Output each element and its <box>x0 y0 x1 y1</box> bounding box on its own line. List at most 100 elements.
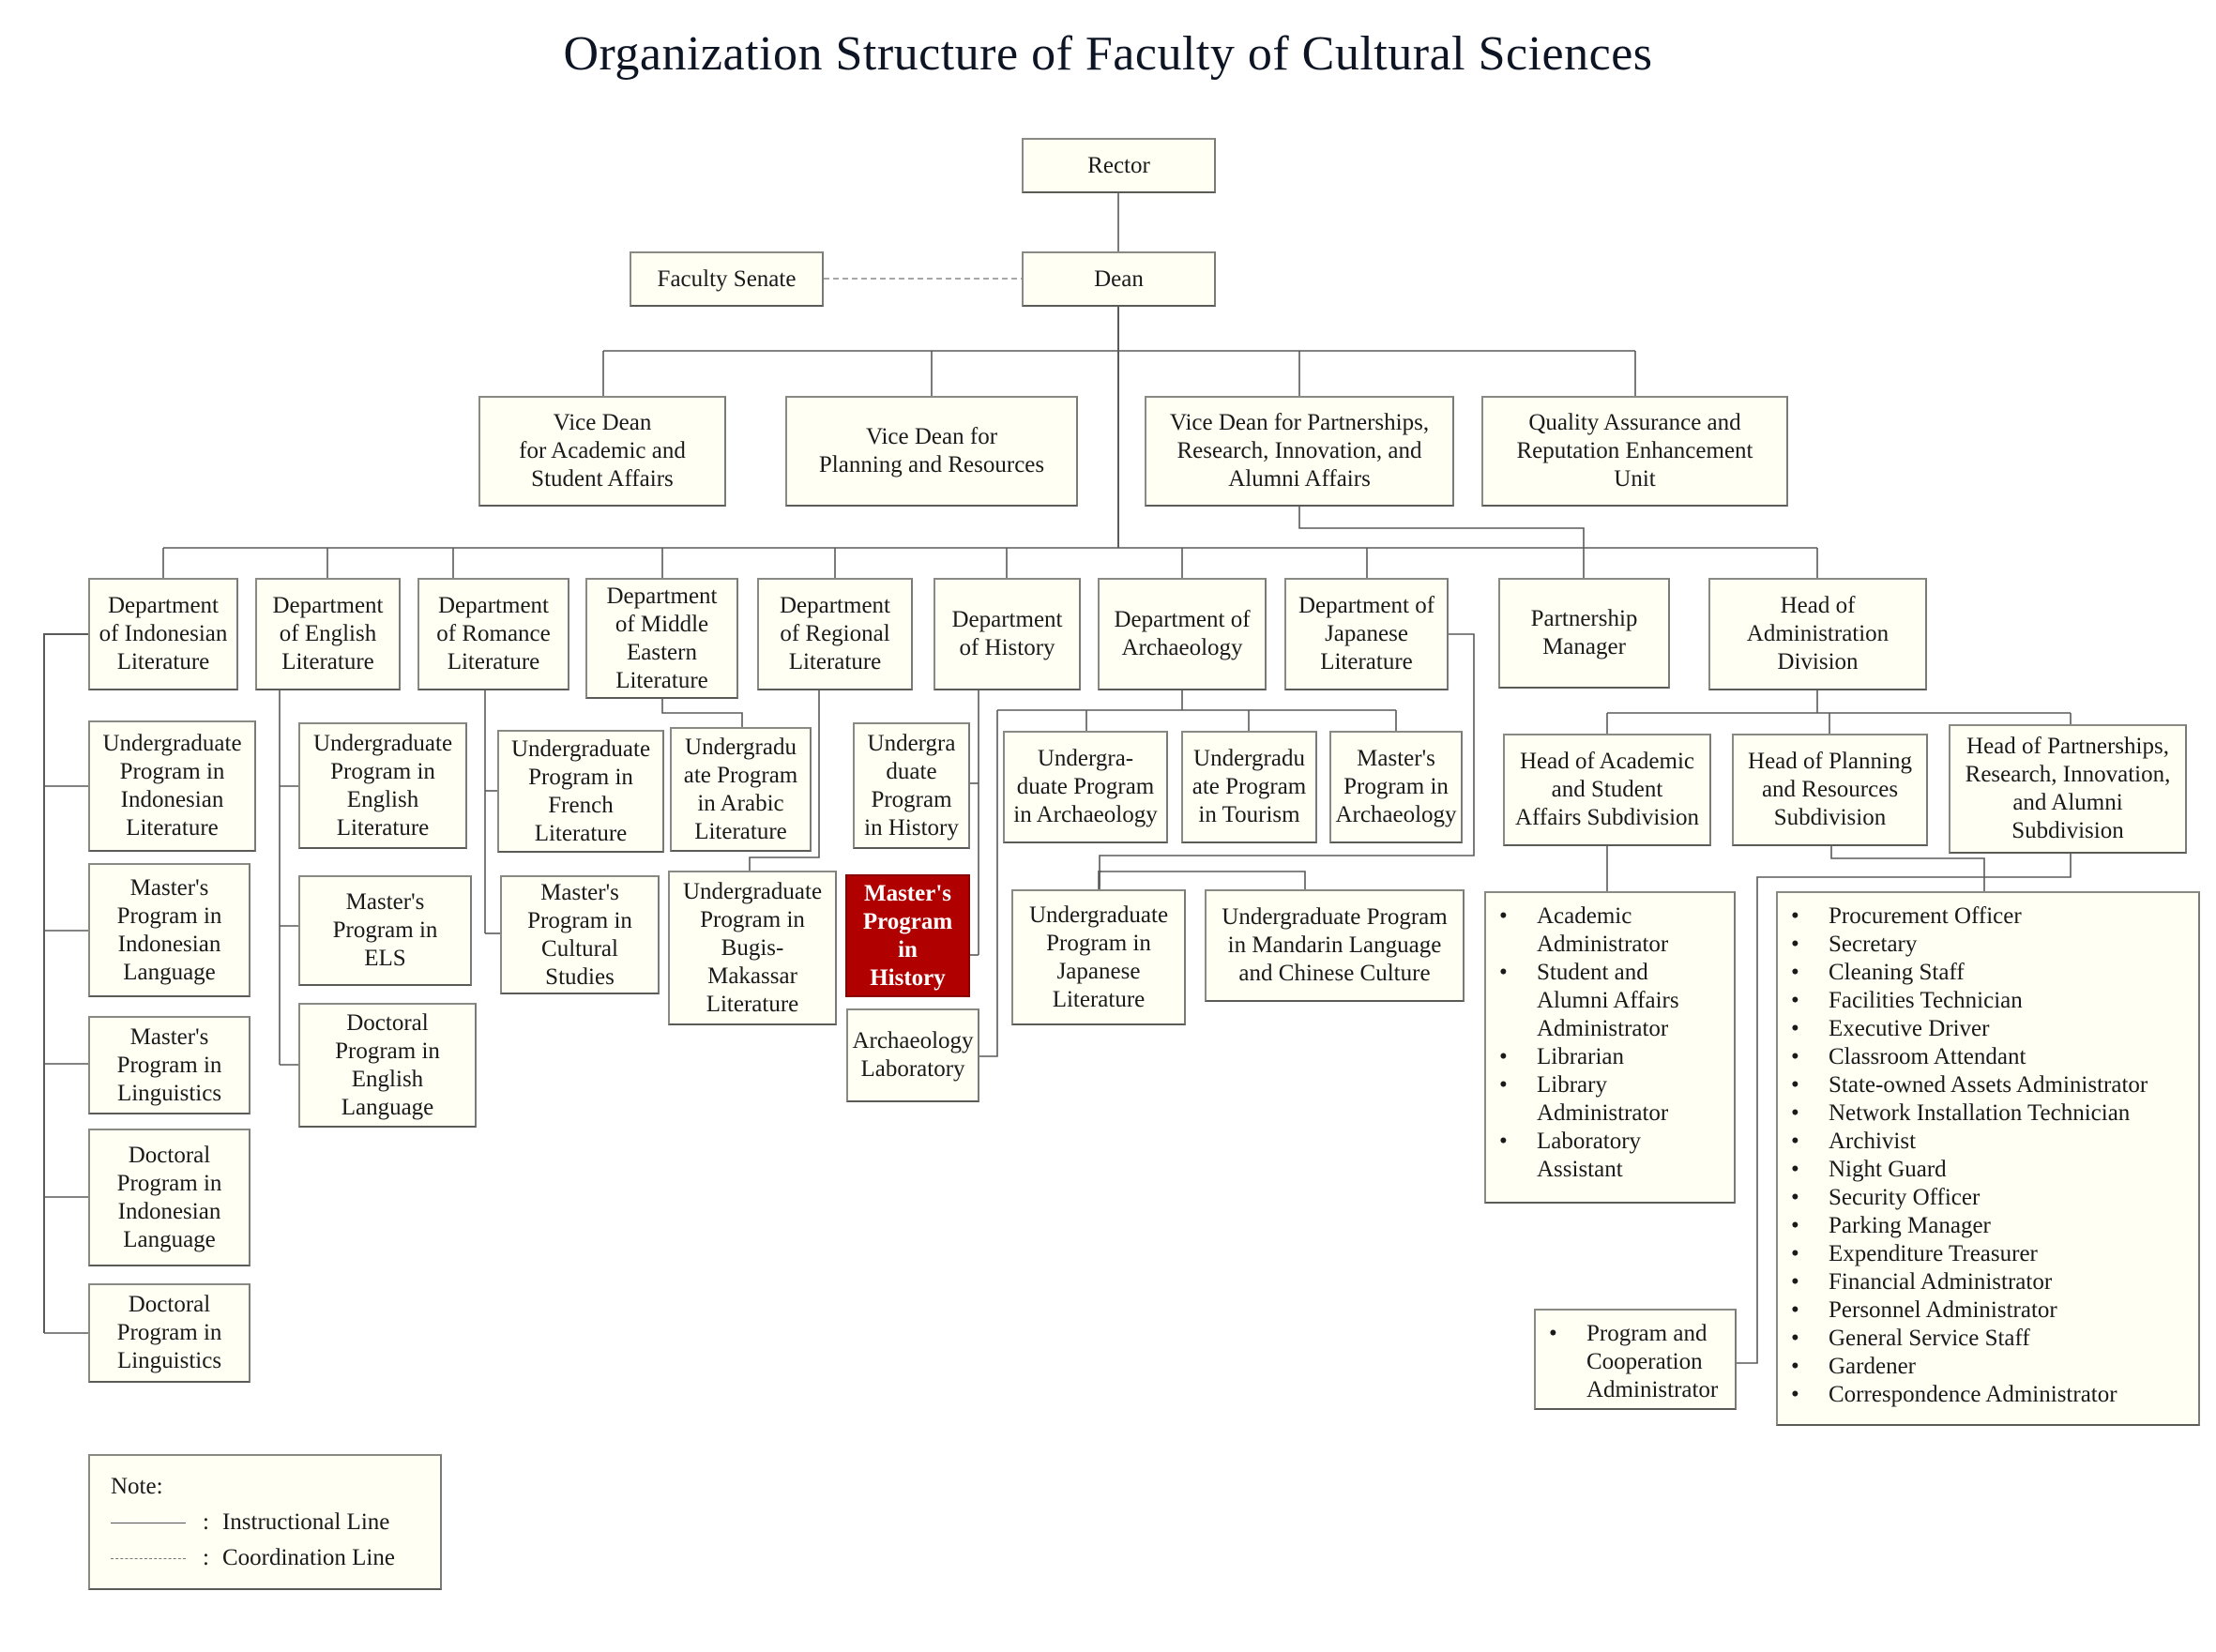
line-archaeology-lab <box>979 710 998 1057</box>
planning-staff-list: Procurement OfficerSecretaryCleaning Sta… <box>1776 891 2200 1426</box>
dept-romance-box: Department of Romance Literature <box>417 578 569 690</box>
line-partnership-list <box>1736 854 2072 1364</box>
academic-staff-items: Academic AdministratorStudent and Alumni… <box>1494 902 1679 1184</box>
subdivision-partnerships-box: Head of Partnerships, Research, Innovati… <box>1949 724 2187 854</box>
partnership-manager-box: Partnership Manager <box>1498 578 1670 689</box>
staff-list-item: Financial Administrator <box>1785 1268 2148 1296</box>
legend-colon: : <box>203 1509 209 1535</box>
quality-assurance-label: Quality Assurance and Reputation Enhance… <box>1516 410 1753 492</box>
subdivision-label: Head of Academic and Student Affairs Sub… <box>1514 749 1700 830</box>
legend-note: Note: : Instructional Line : Coordinatio… <box>88 1454 442 1590</box>
legend-label: Instructional Line <box>221 1509 390 1535</box>
program-box: Doctoral Program in English Language <box>298 1003 477 1128</box>
vice-dean-academic-label: Vice Dean for Academic and Student Affai… <box>519 410 686 492</box>
legend-colon: : <box>203 1545 209 1570</box>
program-box: Master's Program in Archaeology <box>1329 731 1463 843</box>
staff-list-item: Night Guard <box>1785 1156 2148 1184</box>
faculty-senate-box: Faculty Senate <box>630 251 824 307</box>
subdivision-label: Head of Planning and Resources Subdivisi… <box>1748 749 1912 830</box>
vice-dean-planning-label: Vice Dean for Planning and Resources <box>818 424 1045 477</box>
staff-list-item: Procurement Officer <box>1785 902 2148 931</box>
vice-dean-planning-box: Vice Dean for Planning and Resources <box>785 396 1078 507</box>
dept-english-box: Department of English Literature <box>255 578 401 690</box>
program-label: Undergradu ate Program in Arabic Literat… <box>683 734 798 844</box>
staff-list-item: Parking Manager <box>1785 1212 2148 1240</box>
dept-regional-box: Department of Regional Literature <box>757 578 913 690</box>
program-box: Undergraduate Program in Bugis- Makassar… <box>668 871 837 1025</box>
line-regional-bugis <box>749 690 820 871</box>
program-label: Master's Program in Indonesian Language <box>116 874 222 985</box>
program-box: Doctoral Program in Indonesian Language <box>88 1129 250 1266</box>
staff-list-item: Facilities Technician <box>1785 987 2148 1015</box>
program-label: Undergradu ate Program in Tourism <box>1191 746 1307 827</box>
subdivision-academic-box: Head of Academic and Student Affairs Sub… <box>1503 734 1711 846</box>
program-box: Undergradu ate Program in Tourism <box>1181 731 1317 843</box>
program-label: Doctoral Program in English Language <box>335 1009 440 1120</box>
staff-list-item: Laboratory Assistant <box>1494 1128 1679 1184</box>
dept-label: Department of English Literature <box>272 593 384 674</box>
dept-middle-eastern-box: Department of Middle Eastern Literature <box>585 578 738 699</box>
academic-staff-list: Academic AdministratorStudent and Alumni… <box>1484 891 1736 1204</box>
line-indonesian-bus <box>43 633 88 1333</box>
subdivision-planning-box: Head of Planning and Resources Subdivisi… <box>1732 734 1928 846</box>
rector-label: Rector <box>1087 152 1150 178</box>
subdivision-label: Head of Partnerships, Research, Innovati… <box>1965 734 2171 843</box>
program-box: Undergraduate Program in Mandarin Langua… <box>1205 889 1465 1002</box>
program-box: Master's Program in Linguistics <box>88 1016 250 1114</box>
staff-list-item: Library Administrator <box>1494 1071 1679 1128</box>
program-label: Master's Program in ELS <box>332 889 438 971</box>
highlighted-program-label: Master's Program in History <box>862 880 953 991</box>
vice-dean-academic-box: Vice Dean for Academic and Student Affai… <box>478 396 726 507</box>
program-label: Undergra- duate Program in Archaeology <box>1013 746 1158 827</box>
program-label: Undergraduate Program in Bugis- Makassar… <box>682 878 823 1017</box>
dept-label: Department of Middle Eastern Literature <box>606 583 718 693</box>
chart-title: Organization Structure of Faculty of Cul… <box>563 27 1653 81</box>
dept-label: Department of Japanese Literature <box>1298 593 1435 674</box>
dept-japanese-box: Department of Japanese Literature <box>1284 578 1449 690</box>
program-box: Master's Program in ELS <box>298 875 472 986</box>
program-label: Undergraduate Program in English Literat… <box>312 730 453 841</box>
line-japanese-bus <box>1099 633 1475 871</box>
dept-label: Department of Archaeology <box>1114 607 1251 660</box>
program-label: Master's Program in Linguistics <box>116 1023 222 1106</box>
planning-staff-items: Procurement OfficerSecretaryCleaning Sta… <box>1785 902 2148 1409</box>
partnership-staff-list: Program and Cooperation Administrator <box>1534 1309 1737 1410</box>
staff-list-item: Personnel Administrator <box>1785 1296 2148 1325</box>
staff-list-item: Cleaning Staff <box>1785 959 2148 987</box>
program-box: Undergradu ate Program in Arabic Literat… <box>670 727 812 852</box>
head-administration-label: Head of Administration Division <box>1746 593 1890 674</box>
staff-list-item: Correspondence Administrator <box>1785 1381 2148 1409</box>
quality-assurance-box: Quality Assurance and Reputation Enhance… <box>1481 396 1788 507</box>
program-box: Archaeology Laboratory <box>846 1008 979 1102</box>
head-administration-box: Head of Administration Division <box>1708 578 1927 690</box>
dept-archaeology-box: Department of Archaeology <box>1098 578 1267 690</box>
program-label: Master's Program in Cultural Studies <box>527 879 632 990</box>
staff-list-item: Archivist <box>1785 1128 2148 1156</box>
line-vdpartner-manager <box>1298 507 1585 548</box>
staff-list-item: Gardener <box>1785 1353 2148 1381</box>
staff-list-item: Executive Driver <box>1785 1015 2148 1043</box>
program-label: Doctoral Program in Indonesian Language <box>116 1142 222 1252</box>
program-box: Undergra duate Program in History <box>853 722 970 849</box>
staff-list-item: Classroom Attendant <box>1785 1043 2148 1071</box>
staff-list-item: State-owned Assets Administrator <box>1785 1071 2148 1099</box>
program-label: Undergraduate Program in Indonesian Lite… <box>102 731 242 841</box>
staff-list-item: Security Officer <box>1785 1184 2148 1212</box>
highlighted-program-box: Master's Program in History <box>845 874 970 997</box>
staff-list-item: Librarian <box>1494 1043 1679 1071</box>
dept-label: Department of Romance Literature <box>436 593 551 674</box>
program-label: Master's Program in Archaeology <box>1335 746 1457 827</box>
staff-list-item: Expenditure Treasurer <box>1785 1240 2148 1268</box>
program-box: Master's Program in Indonesian Language <box>88 863 250 997</box>
dept-label: Department of Indonesian Literature <box>99 593 228 674</box>
vice-dean-partnerships-box: Vice Dean for Partnerships, Research, In… <box>1145 396 1454 507</box>
program-label: Undergraduate Program in Japanese Litera… <box>1028 902 1169 1012</box>
staff-list-item: Network Installation Technician <box>1785 1099 2148 1128</box>
partnership-manager-label: Partnership Manager <box>1530 606 1638 659</box>
dept-history-box: Department of History <box>933 578 1081 690</box>
program-label: Archaeology Laboratory <box>852 1028 974 1082</box>
program-box: Undergraduate Program in French Literatu… <box>497 730 664 853</box>
dashed-line-sample <box>111 1557 186 1559</box>
partnership-staff-items: Program and Cooperation Administrator <box>1543 1320 1718 1404</box>
legend-label: Coordination Line <box>221 1545 395 1570</box>
